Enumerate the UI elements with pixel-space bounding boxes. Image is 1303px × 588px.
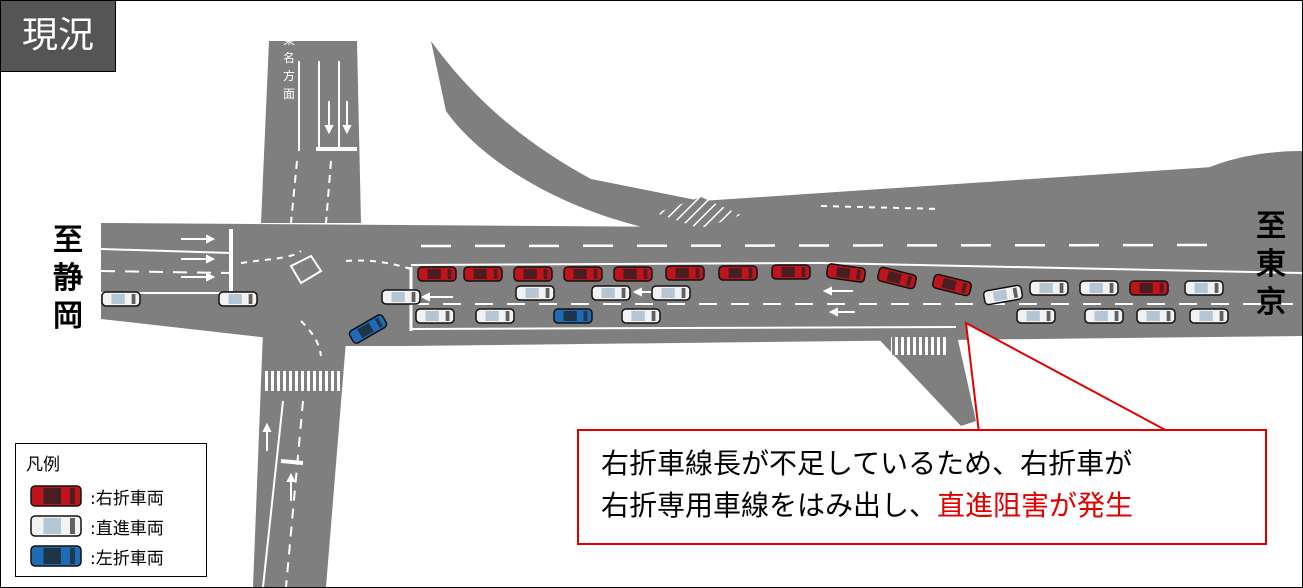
left-turn-car [553, 308, 593, 324]
destination-west-char: 静 [53, 261, 83, 296]
right-turn-car [563, 266, 603, 282]
legend-item-left-turn: :左折車両 [28, 544, 164, 569]
right-turn-car [665, 265, 705, 281]
straight-car [1084, 308, 1124, 324]
callout-box: 右折車線長が不足しているため、右折車が 右折専用車線をはみ出し、直進阻害が発生 [577, 429, 1267, 545]
right-turn-car [876, 266, 918, 290]
legend-label: :右折車両 [90, 488, 164, 509]
north-road [261, 41, 361, 223]
left-turn-car [348, 314, 388, 344]
road-label-char: 東 [282, 33, 295, 47]
white-car-icon [30, 515, 82, 537]
lane-markings [100, 61, 1302, 587]
legend-label: :左折車両 [90, 548, 164, 569]
legend: 凡例 :右折車両 :直進車両 :左折車両 [15, 443, 207, 577]
destination-west-char: 至 [53, 223, 83, 258]
straight-car [1136, 308, 1176, 324]
straight-car [30, 515, 82, 537]
straight-car [415, 308, 455, 324]
straight-car [1016, 308, 1056, 324]
destination-west-char: 岡 [53, 299, 83, 334]
straight-car [1184, 280, 1224, 296]
status-title: 現況 [1, 1, 116, 72]
right-turn-car [417, 266, 457, 282]
south-crosswalk [263, 371, 341, 391]
callout-highlight: 直進阻害が発生 [937, 489, 1134, 522]
legend-item-right-turn: :右折車両 [28, 484, 164, 509]
destination-east-char: 至 [1256, 209, 1286, 244]
right-turn-car [513, 266, 553, 282]
red-car-icon [30, 485, 82, 507]
right-turn-car [771, 264, 811, 280]
straight-car [218, 291, 258, 307]
blue-car-icon [30, 545, 82, 567]
destination-east: 至 東 京 [1248, 209, 1294, 323]
right-turn-car [463, 266, 503, 282]
straight-car [651, 285, 691, 301]
main-road [101, 223, 1302, 346]
straight-car [591, 285, 631, 301]
lane-arrows [181, 101, 855, 501]
ramp-hatch [656, 197, 741, 229]
north-road-label: 東 名 方 面 [281, 31, 297, 103]
straight-car [381, 289, 421, 305]
right-turn-car [1129, 280, 1169, 296]
destination-east-char: 東 [1256, 247, 1286, 282]
upper-ramp [431, 41, 1302, 237]
road-label-char: 名 [282, 51, 295, 65]
left-turn-car [30, 545, 82, 567]
straight-car [1189, 308, 1229, 324]
southeast-zebra [891, 337, 946, 355]
road-label-char: 面 [282, 87, 295, 101]
right-turn-car [718, 265, 758, 281]
straight-car [982, 284, 1024, 306]
legend-title: 凡例 [26, 455, 60, 475]
callout-line-1: 右折車線長が不足しているため、右折車が [601, 447, 1133, 480]
straight-car [1029, 280, 1069, 296]
callout-line-2: 右折専用車線をはみ出し、直進阻害が発生 [601, 485, 1251, 527]
right-turn-car [825, 263, 867, 283]
intersection-marks [240, 250, 412, 357]
straight-car [475, 308, 515, 324]
road-label-char: 方 [282, 69, 295, 83]
legend-label: :直進車両 [90, 518, 164, 539]
straight-car [621, 308, 661, 324]
destination-east-char: 京 [1256, 285, 1286, 320]
vehicles [101, 263, 1229, 344]
legend-item-straight: :直進車両 [28, 514, 164, 539]
south-road [253, 331, 346, 587]
right-turn-car [931, 273, 973, 297]
right-turn-car [30, 485, 82, 507]
destination-west: 至 静 岡 [45, 223, 91, 337]
callout-line-2-plain: 右折専用車線をはみ出し、 [601, 489, 938, 522]
straight-car [101, 291, 141, 307]
straight-car [515, 285, 555, 301]
right-turn-car [613, 266, 653, 282]
east-curve [1201, 151, 1302, 231]
straight-car [1079, 280, 1119, 296]
